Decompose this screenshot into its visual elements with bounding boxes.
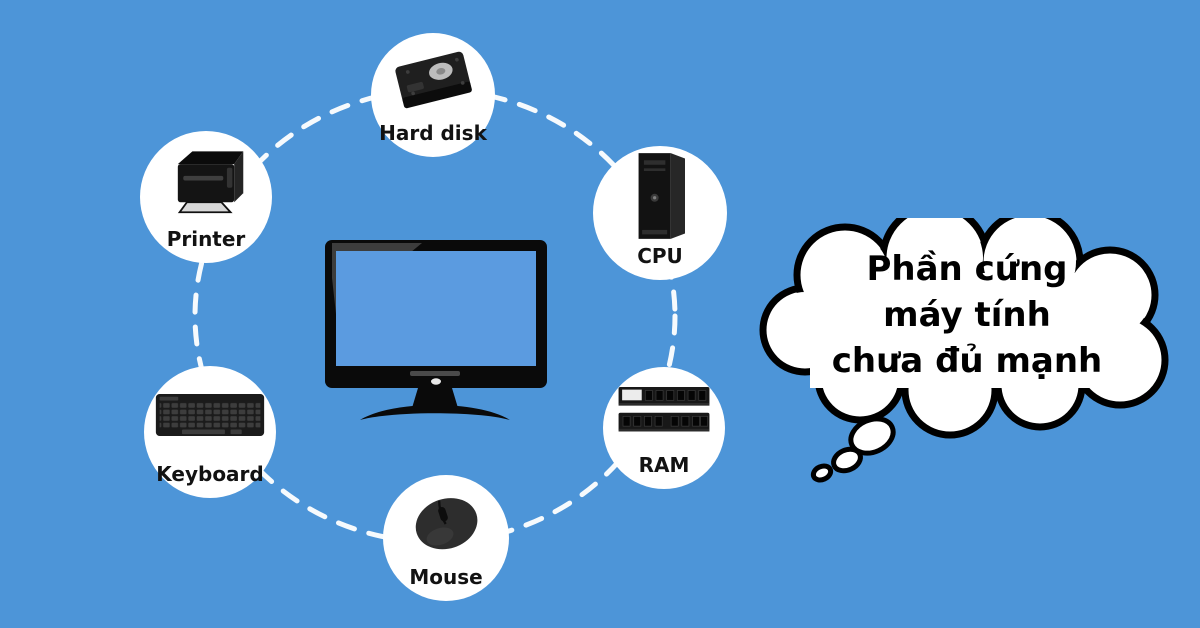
node-hard-disk: Hard disk	[371, 33, 495, 157]
node-label-ram: RAM	[638, 453, 690, 477]
thought-line-1: Phần cứng	[866, 249, 1068, 289]
monitor-icon	[322, 238, 552, 424]
node-label-keyboard: Keyboard	[156, 462, 264, 486]
node-printer: Printer	[140, 131, 272, 263]
mouse-icon	[383, 475, 509, 567]
ram-icon	[603, 367, 725, 455]
thought-line-2: máy tính	[883, 295, 1051, 335]
node-label-hard-disk: Hard disk	[379, 121, 487, 145]
node-mouse: Mouse	[383, 475, 509, 601]
keyboard-icon	[144, 366, 276, 464]
node-keyboard: Keyboard	[144, 366, 276, 498]
node-label-mouse: Mouse	[409, 565, 483, 589]
thought-dots	[810, 416, 896, 483]
thought-bubble	[755, 202, 1185, 498]
node-ram: RAM	[603, 367, 725, 489]
hard-disk-icon	[371, 33, 495, 123]
cpu-tower-icon	[593, 146, 727, 246]
thought-bubble-text: Phần cứng máy tính chưa đủ mạnh	[800, 246, 1134, 384]
node-cpu: CPU	[593, 146, 727, 280]
node-label-cpu: CPU	[637, 244, 683, 268]
node-label-printer: Printer	[166, 227, 246, 251]
thought-line-3: chưa đủ mạnh	[831, 341, 1103, 381]
printer-icon	[140, 131, 272, 229]
